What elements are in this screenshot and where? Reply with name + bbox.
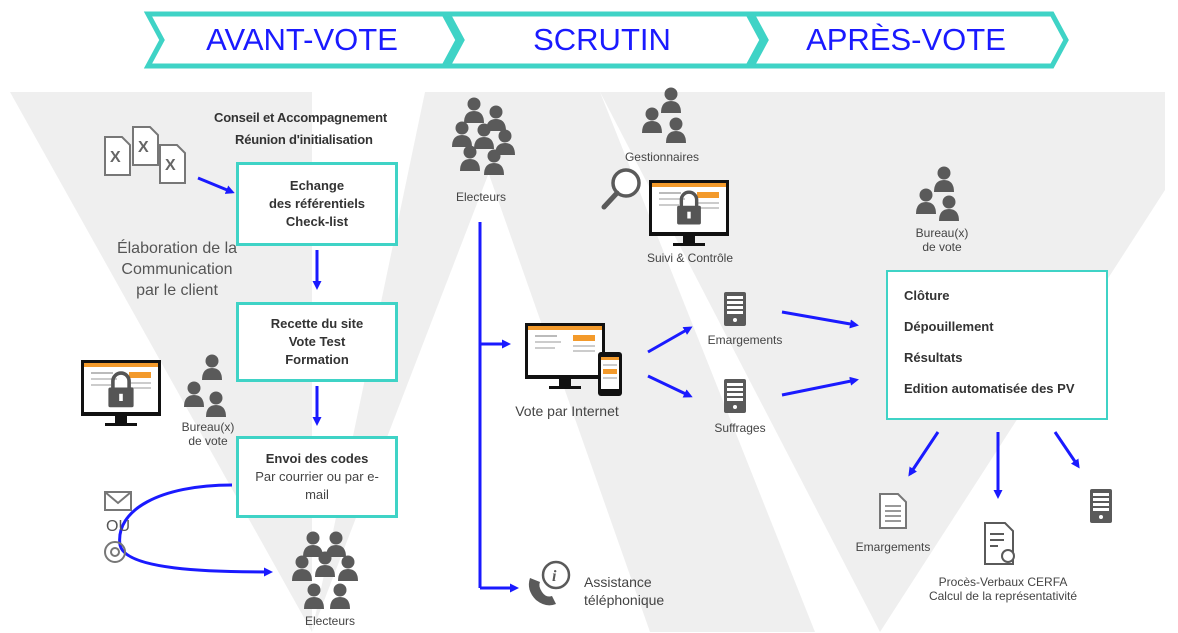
suivi-controle-label: Suivi & Contrôle bbox=[646, 251, 734, 265]
arrow-result-to-emargements bbox=[908, 431, 940, 477]
step-echange-box: Echange des référentiels Check-list bbox=[236, 162, 398, 246]
server-icon bbox=[724, 292, 746, 326]
arrow-envoi-to-electeurs bbox=[118, 483, 273, 577]
communication-line: par le client bbox=[136, 282, 218, 299]
electeurs-top-label: Electeurs bbox=[455, 190, 507, 204]
bureau-line: Bureau(x) bbox=[915, 226, 969, 240]
emargements-label: Emargements bbox=[707, 333, 783, 347]
conseil-label: Conseil et Accompagnement bbox=[214, 110, 387, 125]
step-recette-line: Recette du site bbox=[270, 316, 364, 331]
phone-info-icon: i bbox=[528, 560, 571, 606]
bureau-line: de vote bbox=[922, 240, 962, 254]
server-icon bbox=[1090, 489, 1112, 523]
communication-line: Communication bbox=[121, 261, 233, 278]
bureau-left-label: Bureau(x) de vote bbox=[178, 420, 238, 448]
magnifier-icon bbox=[601, 168, 641, 210]
pv-line: Calcul de la représentativité bbox=[928, 589, 1078, 603]
bureau-line: Bureau(x) bbox=[181, 420, 235, 434]
arrow-vote-to-suffrages bbox=[647, 374, 693, 398]
svg-text:i: i bbox=[552, 568, 557, 585]
result-depouillement: Dépouillement bbox=[904, 319, 994, 334]
step-envoi-sub: Par courrier ou par e- bbox=[255, 469, 379, 484]
electeurs-bottom-label: Electeurs bbox=[304, 614, 356, 628]
assistance-line: Assistance bbox=[584, 574, 652, 590]
svg-text:X: X bbox=[110, 149, 121, 166]
svg-text:X: X bbox=[165, 157, 176, 174]
result-resultats: Résultats bbox=[904, 350, 963, 365]
result-edition-pv: Edition automatisée des PV bbox=[904, 381, 1075, 396]
svg-text:X: X bbox=[138, 139, 149, 156]
phase-title-apres-vote: APRÈS-VOTE bbox=[806, 22, 1006, 57]
step-echange-line: Echange bbox=[289, 178, 345, 193]
chevron-apres-vote bbox=[747, 11, 1069, 69]
assistance-label: Assistance téléphonique bbox=[584, 573, 664, 609]
at-sign-icon bbox=[104, 541, 126, 563]
document-icon bbox=[879, 493, 907, 529]
phase-title-scrutin: SCRUTIN bbox=[533, 22, 671, 57]
results-box: Clôture Dépouillement Résultats Edition … bbox=[886, 270, 1108, 420]
step-echange-line: des référentiels bbox=[268, 196, 366, 211]
arrow-excel-to-echange bbox=[197, 176, 235, 194]
emargements-archive-label: Emargements bbox=[855, 540, 931, 554]
pv-label: Procès-Verbaux CERFA Calcul de la représ… bbox=[918, 575, 1088, 603]
suffrages-label: Suffrages bbox=[714, 421, 766, 435]
certificate-document-icon bbox=[984, 522, 1015, 565]
arrow-emargements-to-result bbox=[781, 310, 859, 329]
result-cloture: Clôture bbox=[904, 288, 950, 303]
step-envoi-box: Envoi des codes Par courrier ou par e- m… bbox=[236, 436, 398, 518]
arrow-vote-to-emargements bbox=[647, 326, 693, 354]
bureau-right-label: Bureau(x) de vote bbox=[912, 226, 972, 254]
vote-internet-label: Vote par Internet bbox=[515, 403, 619, 419]
bureau-line: de vote bbox=[188, 434, 228, 448]
phase-title-avant-vote: AVANT-VOTE bbox=[206, 22, 398, 57]
reunion-label: Réunion d'initialisation bbox=[235, 132, 373, 147]
step-echange-line: Check-list bbox=[285, 214, 349, 229]
communication-line: Élaboration de la bbox=[116, 240, 238, 257]
step-recette-box: Recette du site Vote Test Formation bbox=[236, 302, 398, 382]
arrow-suffrages-to-result bbox=[781, 376, 859, 397]
step-envoi-title: Envoi des codes bbox=[265, 451, 369, 466]
apres-triangle bbox=[600, 92, 1165, 632]
pv-line: Procès-Verbaux CERFA bbox=[938, 575, 1068, 589]
monitor-lock-icon bbox=[81, 360, 161, 426]
step-recette-line: Vote Test bbox=[288, 334, 346, 349]
step-recette-line: Formation bbox=[285, 352, 349, 367]
gestionnaires-label: Gestionnaires bbox=[624, 150, 700, 164]
assistance-line: téléphonique bbox=[584, 592, 665, 608]
chevron-avant-vote bbox=[143, 11, 461, 69]
smartphone-icon bbox=[598, 352, 622, 396]
communication-label: Élaboration de la Communication par le c… bbox=[102, 238, 252, 301]
arrow-result-to-archive bbox=[1053, 431, 1080, 469]
envelope-icon bbox=[104, 491, 132, 511]
ou-label: OU bbox=[106, 518, 130, 535]
excel-file-icon bbox=[104, 126, 186, 184]
chevron-scrutin bbox=[443, 11, 765, 69]
server-icon bbox=[724, 379, 746, 413]
step-envoi-sub: mail bbox=[305, 487, 329, 502]
scrutin-triangle bbox=[460, 92, 815, 632]
